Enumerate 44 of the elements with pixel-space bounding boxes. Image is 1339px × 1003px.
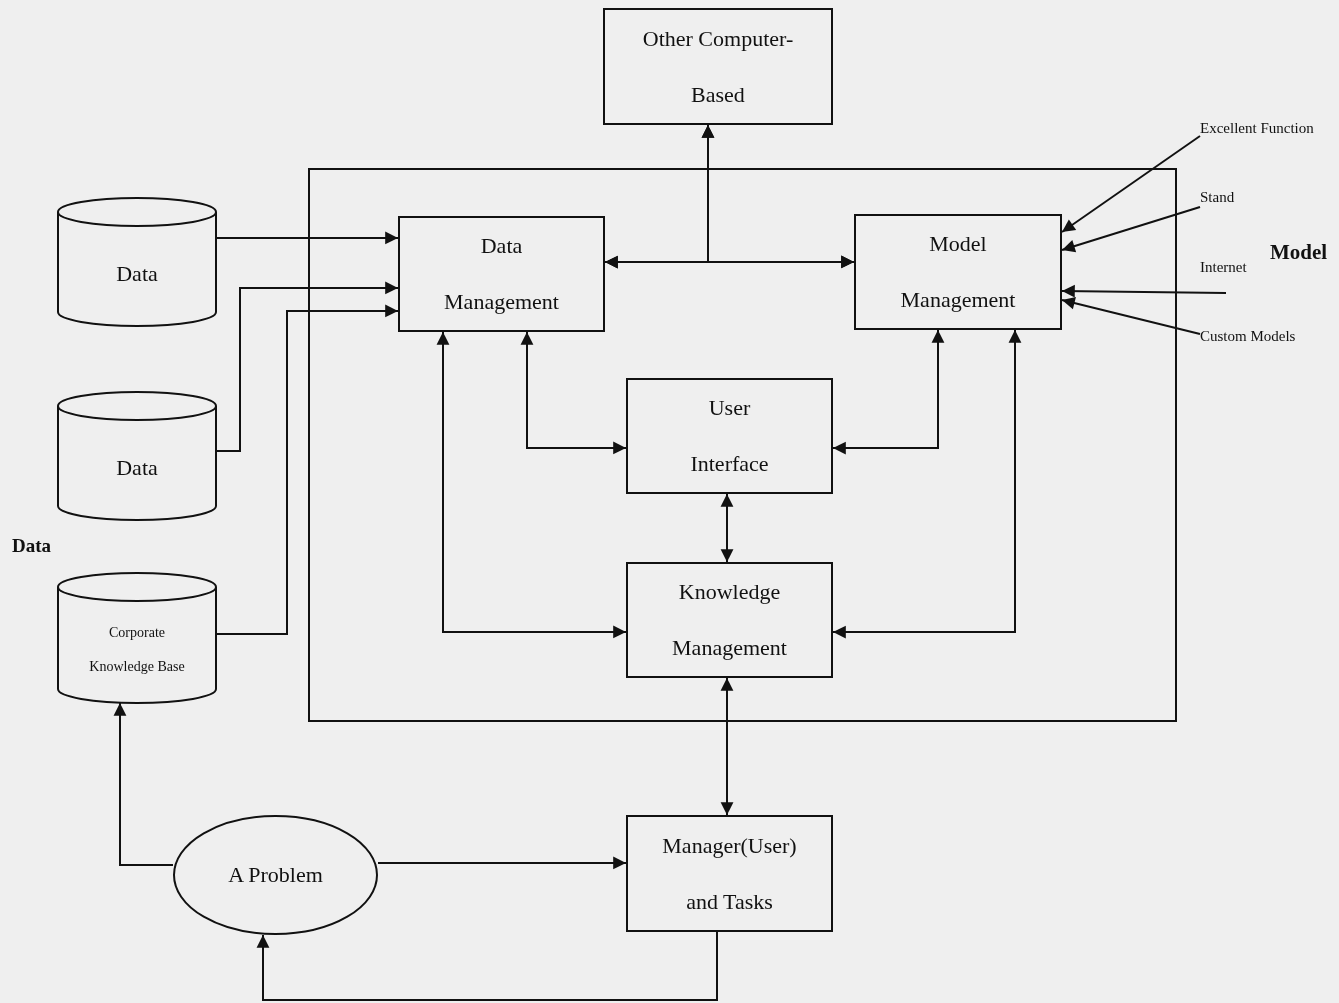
- node-label: A Problem: [227, 861, 324, 889]
- database-cylinder: [57, 198, 217, 326]
- input-label: Internet: [1200, 257, 1247, 277]
- node-label: Manager(User) and Tasks: [661, 831, 798, 916]
- arrow: [720, 677, 734, 816]
- arrow: [436, 331, 627, 639]
- database-cylinder: [57, 573, 217, 703]
- arrow: [377, 856, 627, 870]
- node-label: Data Management: [443, 232, 560, 316]
- process-box: [626, 562, 833, 678]
- arrow: [520, 331, 627, 455]
- problem-ellipse: [173, 815, 378, 935]
- input-label: Stand: [1200, 187, 1235, 207]
- node-label: User Interface: [689, 394, 770, 478]
- node-label: Data: [115, 260, 159, 288]
- input-label: Excellent Function: [1200, 118, 1314, 138]
- input-label: Custom Models: [1200, 326, 1296, 346]
- database-cylinder: [57, 392, 217, 520]
- process-box: [398, 216, 605, 332]
- node-label: Corporate Knowledge Base: [88, 624, 186, 676]
- arrow: [701, 124, 855, 269]
- node-label: Data: [115, 454, 159, 482]
- arrow: [832, 329, 1022, 639]
- arrow: [1061, 284, 1227, 298]
- process-box: [854, 214, 1062, 330]
- section-label: Data: [12, 535, 52, 557]
- node-label: Knowledge Management: [671, 578, 788, 662]
- arrow: [720, 493, 734, 563]
- process-box: [626, 378, 833, 494]
- arrow: [113, 702, 174, 866]
- arrow: [216, 304, 399, 635]
- node-label: Model Management: [899, 230, 1017, 314]
- section-label: Model: [1270, 240, 1328, 265]
- node-label: Other Computer-Based: [641, 24, 795, 109]
- arrow: [216, 231, 399, 245]
- arrow: [1061, 296, 1201, 335]
- arrow: [1061, 206, 1201, 253]
- arrow: [256, 931, 718, 1001]
- process-box: [626, 815, 833, 932]
- frame-box: [308, 168, 1177, 722]
- arrow: [1061, 135, 1201, 233]
- arrow: [832, 329, 945, 455]
- arrow: [216, 281, 399, 452]
- process-box: [603, 8, 833, 125]
